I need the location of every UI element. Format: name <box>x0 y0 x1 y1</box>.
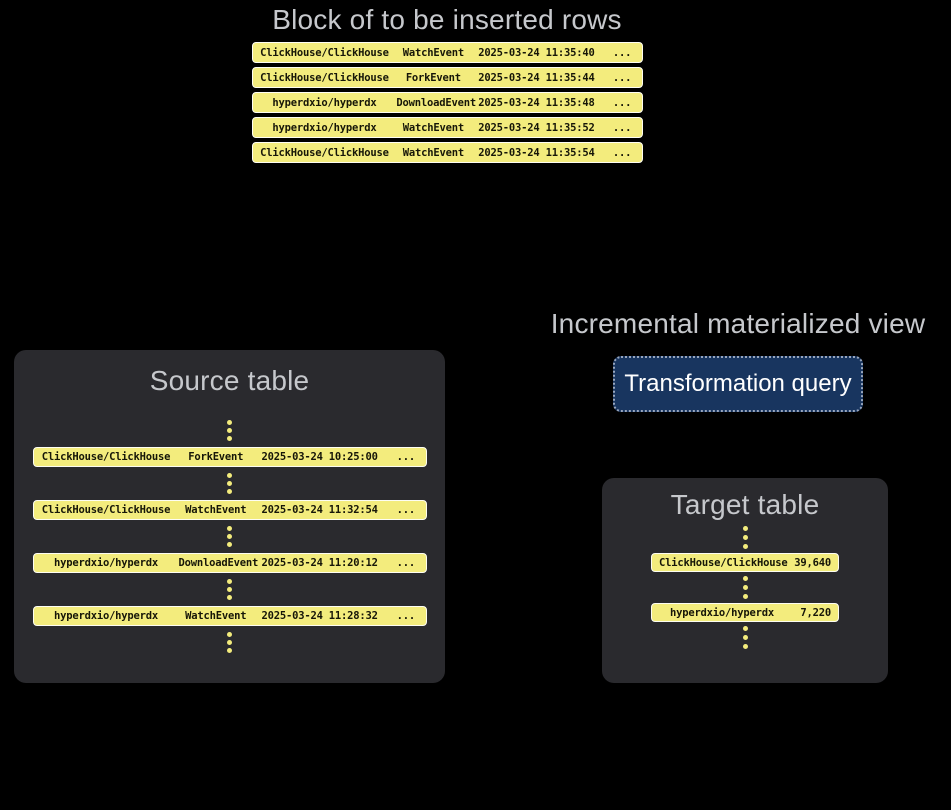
row-more-cell: ... <box>612 96 632 109</box>
transformation-query-button: Transformation query <box>613 356 863 412</box>
materialized-view-title: Incremental materialized view <box>550 308 926 339</box>
row-event-cell: ForkEvent <box>405 71 461 84</box>
row-repo-cell: hyperdxio/hyperdx <box>53 610 159 622</box>
dot-icon <box>742 626 748 631</box>
row-more-cell: ... <box>612 121 632 134</box>
ellipsis-dots <box>742 576 748 599</box>
row-more-cell: ... <box>396 451 416 463</box>
target-row: ClickHouse/ClickHouse 39,640 <box>651 553 839 572</box>
inserted-row: ClickHouse/ClickHouse WatchEvent 2025-03… <box>251 42 643 63</box>
row-event-cell: ForkEvent <box>188 451 244 463</box>
source-table-title: Source table <box>149 365 310 396</box>
ellipsis-dots <box>227 632 232 653</box>
inserted-rows-block: Block of to be inserted rows ClickHouse/… <box>227 3 667 167</box>
dot-icon <box>227 632 232 637</box>
row-event-cell: WatchEvent <box>185 504 247 516</box>
target-count-cell: 39,640 <box>794 556 831 569</box>
row-repo-cell: ClickHouse/ClickHouse <box>260 146 389 159</box>
dot-icon <box>742 576 748 581</box>
source-row: ClickHouse/ClickHouse WatchEvent 2025-03… <box>32 500 427 520</box>
dot-icon <box>742 594 748 599</box>
row-event-cell: DownloadEvent <box>396 96 477 109</box>
target-count-cell: 7,220 <box>800 606 831 619</box>
ellipsis-dots <box>227 526 232 547</box>
row-timestamp-cell: 2025-03-24 11:35:54 <box>478 146 595 159</box>
row-repo-cell: ClickHouse/ClickHouse <box>260 71 389 84</box>
target-repo-cell: hyperdxio/hyperdx <box>669 606 775 619</box>
source-table-panel: Source table ClickHouse/ClickHouse ForkE… <box>14 350 445 683</box>
dot-icon <box>227 595 232 600</box>
row-repo-cell: hyperdxio/hyperdx <box>53 557 159 569</box>
inserted-row: hyperdxio/hyperdx DownloadEvent 2025-03-… <box>251 92 643 113</box>
target-table-title: Target table <box>670 489 820 520</box>
row-more-cell: ... <box>396 557 416 569</box>
inserted-row: ClickHouse/ClickHouse WatchEvent 2025-03… <box>251 142 643 163</box>
row-timestamp-cell: 2025-03-24 11:20:12 <box>261 557 378 569</box>
dot-icon <box>742 535 748 540</box>
ellipsis-dots <box>742 526 748 549</box>
row-timestamp-cell: 2025-03-24 11:35:52 <box>478 121 595 134</box>
ellipsis-dots <box>742 626 748 649</box>
inserted-rows-title: Block of to be inserted rows <box>272 4 622 35</box>
ellipsis-dots <box>227 420 232 441</box>
row-more-cell: ... <box>612 71 632 84</box>
dot-icon <box>742 644 748 649</box>
row-repo-cell: ClickHouse/ClickHouse <box>260 46 389 59</box>
row-event-cell: WatchEvent <box>185 610 247 622</box>
inserted-row: ClickHouse/ClickHouse ForkEvent 2025-03-… <box>251 67 643 88</box>
dot-icon <box>227 436 232 441</box>
row-timestamp-cell: 2025-03-24 10:25:00 <box>261 451 378 463</box>
dot-icon <box>227 489 232 494</box>
row-more-cell: ... <box>396 504 416 516</box>
target-row: hyperdxio/hyperdx 7,220 <box>651 603 839 622</box>
row-repo-cell: ClickHouse/ClickHouse <box>41 504 171 516</box>
source-row: hyperdxio/hyperdx DownloadEvent 2025-03-… <box>32 553 427 573</box>
target-table-panel: Target table ClickHouse/ClickHouse 39,64… <box>602 478 888 683</box>
dot-icon <box>227 526 232 531</box>
target-repo-cell: ClickHouse/ClickHouse <box>659 556 788 569</box>
dot-icon <box>742 585 748 590</box>
dot-icon <box>227 640 232 645</box>
ellipsis-dots <box>227 473 232 494</box>
row-event-cell: DownloadEvent <box>178 557 259 569</box>
row-more-cell: ... <box>612 146 632 159</box>
row-timestamp-cell: 2025-03-24 11:35:44 <box>478 71 595 84</box>
dot-icon <box>227 648 232 653</box>
row-timestamp-cell: 2025-03-24 11:35:48 <box>478 96 595 109</box>
dot-icon <box>742 526 748 531</box>
dot-icon <box>227 420 232 425</box>
dot-icon <box>227 587 232 592</box>
row-timestamp-cell: 2025-03-24 11:32:54 <box>261 504 378 516</box>
row-timestamp-cell: 2025-03-24 11:35:40 <box>478 46 595 59</box>
source-row: hyperdxio/hyperdx WatchEvent 2025-03-24 … <box>32 606 427 626</box>
materialized-view-section: Incremental materialized view Transforma… <box>523 307 951 412</box>
row-repo-cell: hyperdxio/hyperdx <box>272 96 377 109</box>
source-row: ClickHouse/ClickHouse ForkEvent 2025-03-… <box>32 447 427 467</box>
inserted-row: hyperdxio/hyperdx WatchEvent 2025-03-24 … <box>251 117 643 138</box>
row-timestamp-cell: 2025-03-24 11:28:32 <box>261 610 378 622</box>
dot-icon <box>227 579 232 584</box>
row-repo-cell: ClickHouse/ClickHouse <box>41 451 171 463</box>
row-more-cell: ... <box>396 610 416 622</box>
dot-icon <box>742 544 748 549</box>
dot-icon <box>742 635 748 640</box>
dot-icon <box>227 473 232 478</box>
row-event-cell: WatchEvent <box>402 46 464 59</box>
dot-icon <box>227 428 232 433</box>
row-event-cell: WatchEvent <box>402 146 464 159</box>
inserted-rows-list: ClickHouse/ClickHouse WatchEvent 2025-03… <box>251 42 643 163</box>
row-more-cell: ... <box>612 46 632 59</box>
row-event-cell: WatchEvent <box>402 121 464 134</box>
ellipsis-dots <box>227 579 232 600</box>
dot-icon <box>227 534 232 539</box>
dot-icon <box>227 481 232 486</box>
dot-icon <box>227 542 232 547</box>
row-repo-cell: hyperdxio/hyperdx <box>272 121 377 134</box>
